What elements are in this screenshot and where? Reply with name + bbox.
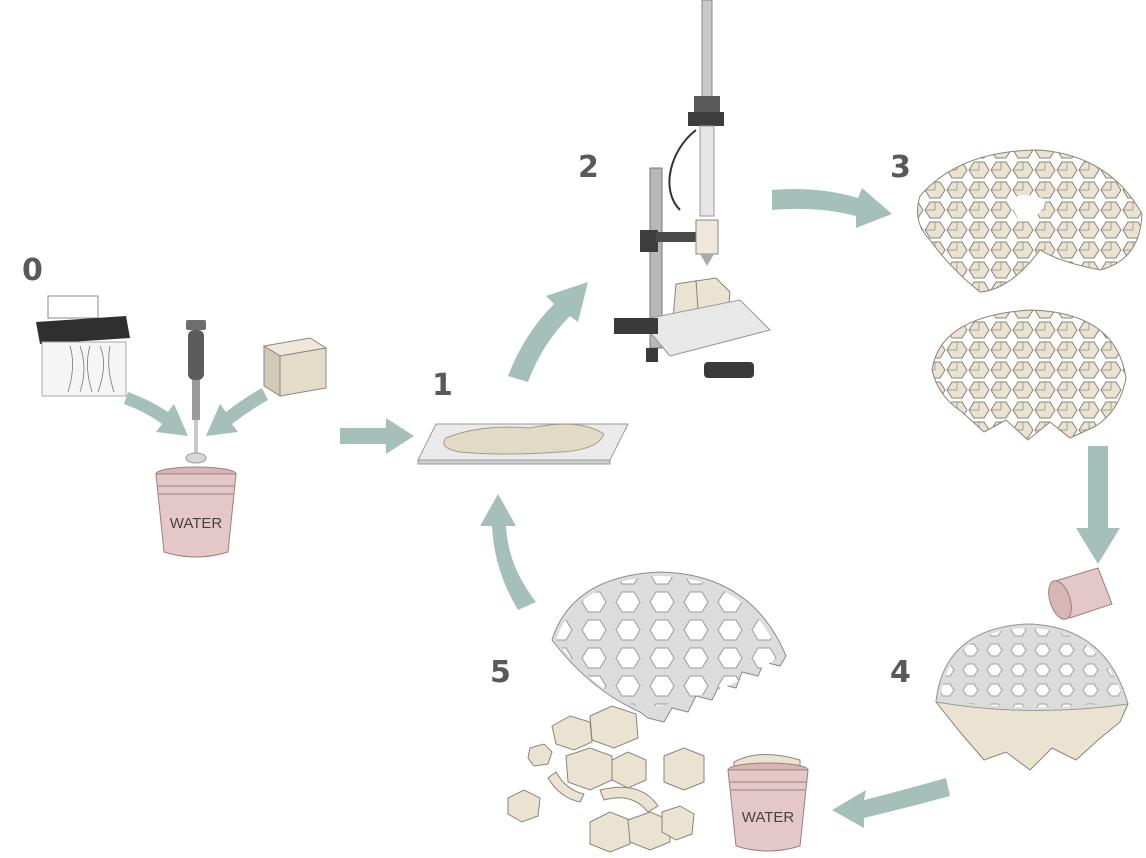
arrow-step0-to-step1	[340, 418, 414, 454]
bucket-label-step5: WATER	[742, 809, 795, 826]
clay-cube-icon	[262, 337, 328, 397]
printed-cells-cluster	[917, 149, 1143, 293]
step-5-number: 5	[490, 655, 511, 690]
arrow-step2-to-step3	[772, 188, 892, 228]
step-4-number: 4	[890, 655, 911, 690]
paper-shredder-icon	[36, 295, 130, 397]
pouring-bucket	[1048, 567, 1113, 620]
arrow-step5-to-step1	[480, 494, 536, 610]
arrow-step1-to-step2	[508, 282, 588, 382]
3d-printer-icon	[614, 0, 771, 378]
arrow-step3-to-step4	[1076, 446, 1120, 564]
mold-shell-step5	[551, 571, 787, 723]
recycled-cells-pile	[507, 705, 705, 853]
water-bucket-step5: WATER	[727, 753, 809, 852]
step-1-number: 1	[432, 368, 453, 403]
arrow-shredder-to-bucket	[124, 392, 188, 436]
mold-dome-step4	[935, 623, 1129, 771]
assembled-cells-dome	[931, 309, 1127, 441]
hand-blender-icon	[185, 320, 207, 464]
arrow-step4-to-bucket	[832, 778, 950, 828]
step-0-number: 0	[22, 253, 43, 288]
bucket-label-step0: WATER	[170, 515, 223, 532]
paste-plate-icon	[417, 423, 629, 465]
water-bucket-step0: WATER	[155, 466, 237, 558]
arrow-cube-to-bucket	[206, 388, 268, 436]
step-2-number: 2	[578, 150, 599, 185]
flow-arrows	[124, 188, 1120, 828]
step-3-number: 3	[890, 150, 911, 185]
